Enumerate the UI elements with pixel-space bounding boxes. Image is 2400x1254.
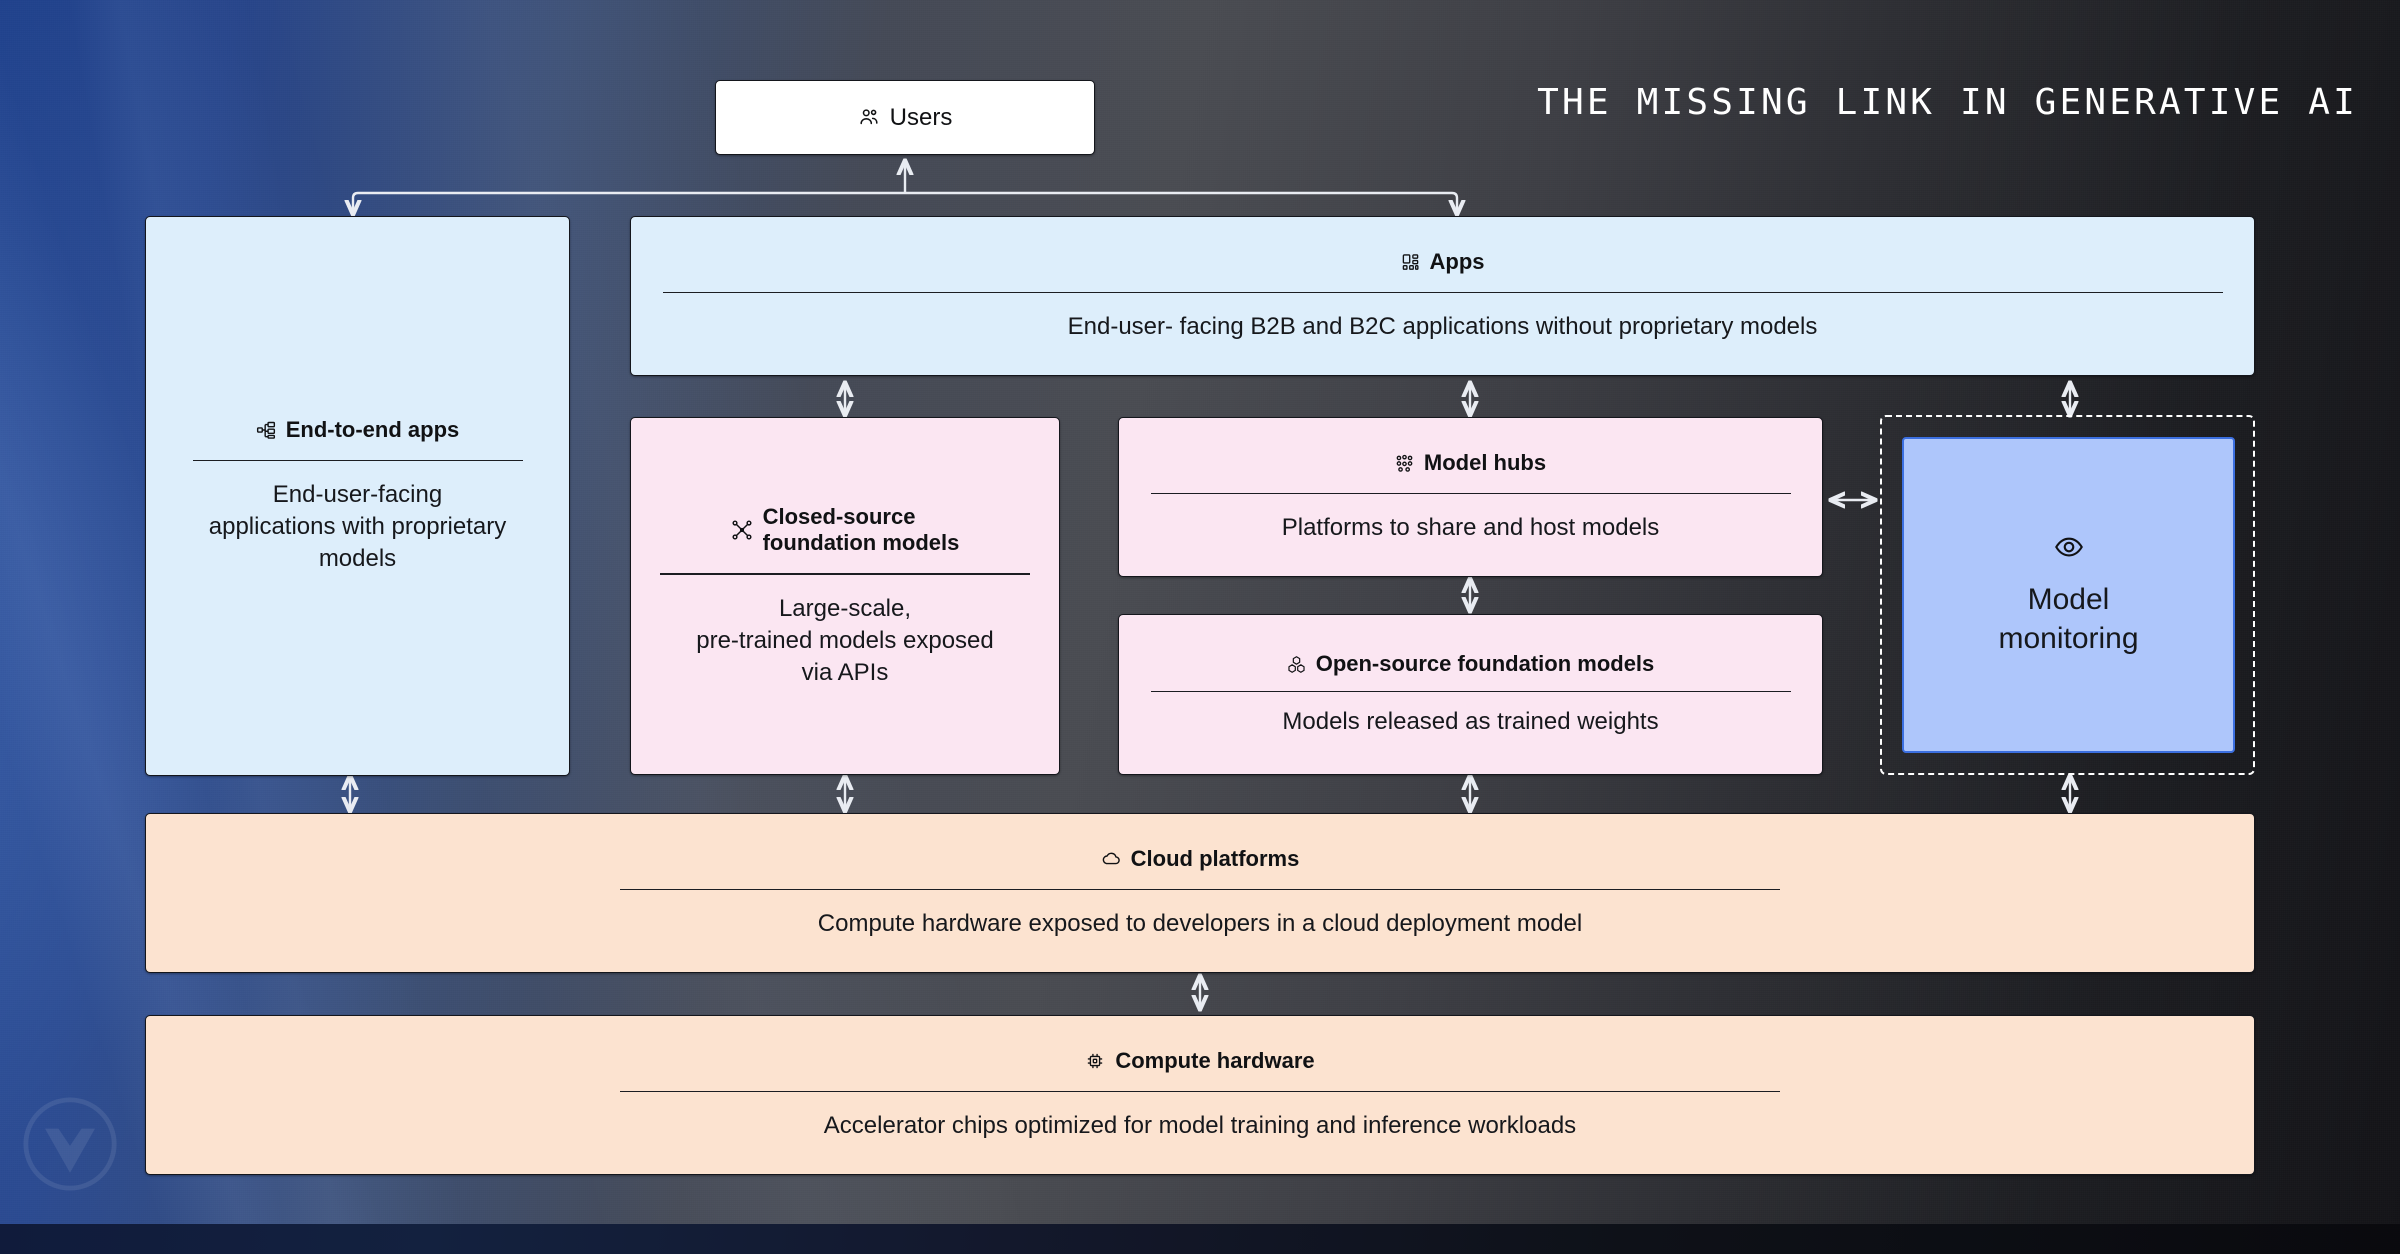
- desc-line-2: pre-trained models exposed: [696, 626, 994, 654]
- node-end-to-end-apps-label: End-to-end apps: [285, 416, 460, 442]
- node-open-source-foundation-models-description: Models released as trained weights: [1282, 708, 1659, 736]
- node-open-source-foundation-models-header: Open-source foundation models: [1287, 650, 1655, 678]
- node-model-hubs-header: Model hubs: [1395, 450, 1546, 477]
- node-apps-description: End-user- facing B2B and B2C application…: [1067, 313, 1818, 341]
- node-closed-source-foundation-models-header: Closed-source foundation models: [731, 503, 960, 558]
- node-end-to-end-apps-header: End-to-end apps: [256, 416, 460, 444]
- connector-users-to-layers: [353, 160, 1457, 215]
- desc-line-3: via APIs: [801, 658, 889, 686]
- node-model-monitoring[interactable]: Model monitoring: [1902, 437, 2235, 753]
- node-apps-header: Apps: [1401, 249, 1485, 276]
- node-apps-label: Apps: [1429, 248, 1485, 274]
- label-line-2: monitoring: [1998, 621, 2139, 655]
- node-cloud-platforms-description: Compute hardware exposed to developers i…: [817, 910, 1583, 938]
- node-model-hubs-description: Platforms to share and host models: [1281, 514, 1660, 542]
- cloud-icon: [1101, 849, 1121, 869]
- node-closed-source-label-line1: Closed-source: [762, 503, 916, 529]
- divider: [660, 573, 1030, 575]
- org-chart-icon: [256, 420, 276, 440]
- node-compute-hardware-description: Accelerator chips optimized for model tr…: [823, 1112, 1577, 1140]
- dots-cluster-icon: [1395, 454, 1414, 473]
- divider: [620, 1090, 1780, 1093]
- node-model-monitoring-label: Model monitoring: [1998, 581, 2138, 658]
- node-end-to-end-apps-description: End-user-facing applications with propri…: [208, 481, 507, 573]
- node-closed-source-foundation-models-description: Large-scale, pre-trained models exposed …: [696, 593, 994, 689]
- page-title: THE MISSING LINK IN GENERATIVE AI: [1537, 82, 2358, 123]
- node-compute-hardware-header: Compute hardware: [1085, 1047, 1315, 1075]
- node-closed-source-label-line2: foundation models: [762, 530, 960, 556]
- node-model-hubs[interactable]: Model hubs Platforms to share and host m…: [1118, 417, 1823, 577]
- node-cloud-platforms-header: Cloud platforms: [1101, 845, 1300, 873]
- node-compute-hardware-label: Compute hardware: [1115, 1047, 1315, 1073]
- divider: [192, 459, 523, 462]
- node-open-source-foundation-models[interactable]: Open-source foundation models Models rel…: [1118, 614, 1823, 775]
- divider: [662, 291, 2223, 294]
- node-closed-source-foundation-models[interactable]: Closed-source foundation models Large-sc…: [630, 417, 1060, 775]
- eye-icon: [2054, 532, 2084, 567]
- users-icon: [858, 106, 880, 128]
- divider: [1150, 690, 1791, 693]
- node-users[interactable]: Users: [715, 80, 1095, 155]
- node-users-header: Users: [858, 103, 953, 132]
- divider: [620, 888, 1780, 891]
- divider: [1150, 492, 1791, 495]
- label-line-1: Model: [2027, 583, 2110, 617]
- network-node-icon: [731, 519, 753, 541]
- model-monitoring-dashed-group: [1880, 415, 2255, 775]
- node-compute-hardware[interactable]: Compute hardware Accelerator chips optim…: [145, 1015, 2255, 1175]
- desc-line-1: Large-scale,: [778, 594, 912, 622]
- node-cloud-platforms[interactable]: Cloud platforms Compute hardware exposed…: [145, 813, 2255, 973]
- node-users-label: Users: [889, 103, 953, 131]
- node-open-source-foundation-models-label: Open-source foundation models: [1315, 650, 1655, 676]
- footer-strip: [0, 1224, 2400, 1254]
- node-apps[interactable]: Apps End-user- facing B2B and B2C applic…: [630, 216, 2255, 376]
- node-cloud-platforms-label: Cloud platforms: [1130, 845, 1300, 871]
- cubes-icon: [1287, 655, 1306, 674]
- node-model-hubs-label: Model hubs: [1423, 449, 1547, 475]
- app-grid-icon: [1401, 253, 1420, 272]
- chip-icon: [1085, 1051, 1105, 1071]
- node-end-to-end-apps[interactable]: End-to-end apps End-user-facing applicat…: [145, 216, 570, 776]
